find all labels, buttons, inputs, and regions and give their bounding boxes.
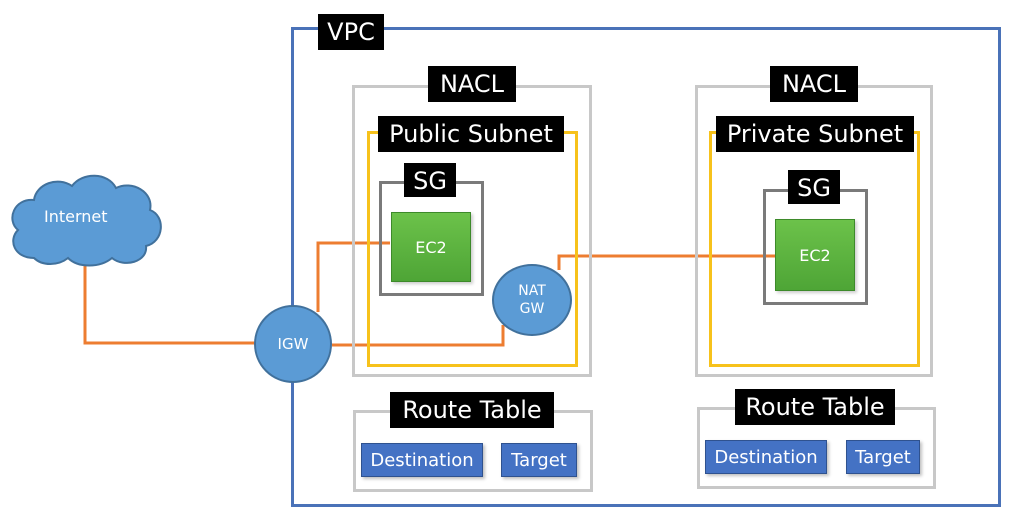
public-nacl-label: NACL bbox=[428, 66, 516, 102]
internet-igw-link bbox=[83, 242, 258, 345]
private-sg-label: SG bbox=[788, 170, 840, 204]
nat-private-ec2-link bbox=[557, 254, 776, 270]
internet-cloud-icon bbox=[11, 174, 162, 267]
igw-label: IGW bbox=[277, 335, 309, 353]
private-subnet-label: Private Subnet bbox=[716, 116, 914, 152]
private-nacl-label: NACL bbox=[770, 66, 858, 102]
public-sg-label: SG bbox=[404, 163, 456, 197]
private-destination-cell: Destination bbox=[705, 440, 827, 474]
internet-label: Internet bbox=[44, 207, 108, 226]
public-target-cell: Target bbox=[501, 443, 577, 477]
private-target-cell: Target bbox=[846, 440, 920, 474]
public-ec2-label: EC2 bbox=[415, 237, 447, 257]
igw-node: IGW bbox=[254, 305, 332, 383]
igw-ec2-link bbox=[316, 241, 390, 312]
nat-gateway-node: NAT GW bbox=[492, 264, 572, 336]
nat-label-line1: NAT bbox=[518, 283, 546, 299]
public-ec2-instance: EC2 bbox=[391, 212, 471, 282]
nat-label-line2: GW bbox=[519, 301, 545, 317]
private-route-table-title: Route Table bbox=[735, 389, 895, 425]
public-destination-cell: Destination bbox=[361, 443, 483, 477]
vpc-container bbox=[291, 27, 1001, 507]
public-subnet-label: Public Subnet bbox=[378, 116, 564, 152]
private-ec2-instance: EC2 bbox=[775, 219, 855, 291]
vpc-label: VPC bbox=[318, 14, 384, 50]
igw-nat-link bbox=[332, 325, 505, 347]
public-route-table-title: Route Table bbox=[390, 392, 554, 428]
private-ec2-label: EC2 bbox=[799, 245, 831, 265]
